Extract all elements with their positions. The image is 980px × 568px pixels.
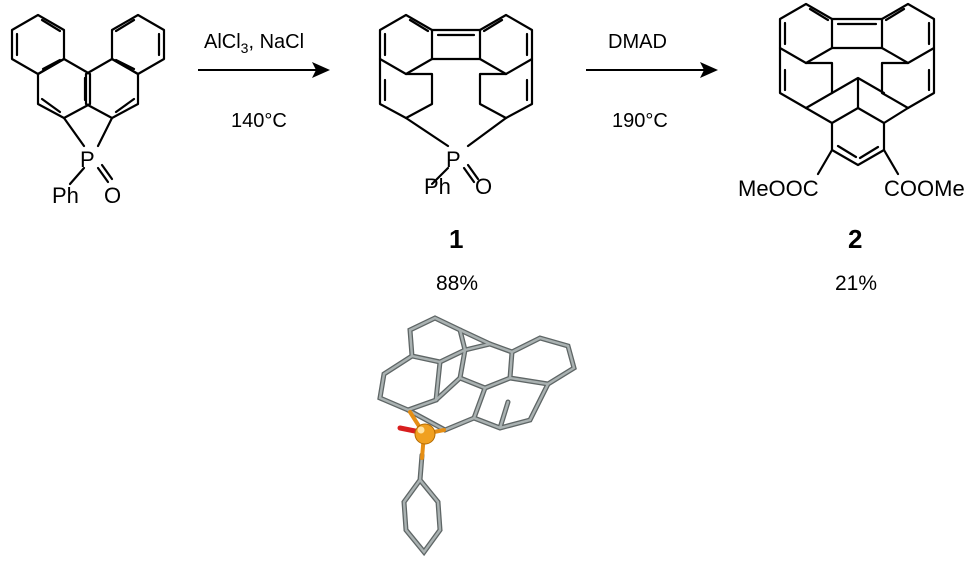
ring-bond (378, 13, 434, 76)
ring-bond (36, 57, 92, 120)
p-o-double-bond (96, 163, 114, 184)
phenyl-label: Ph (424, 174, 451, 199)
step1-temperature: 140°C (231, 110, 287, 132)
starting-material-structure: P Ph O (10, 13, 166, 208)
step1-reagents: AlCl3, NaCl (204, 31, 304, 56)
ring-bond (110, 13, 166, 76)
crystal-phosphorus-atom (414, 423, 436, 445)
p-ph-bond (68, 166, 86, 186)
ester-bond (816, 148, 900, 176)
ester-right-label: COOMe (884, 176, 965, 201)
reaction-arrow-2 (586, 62, 718, 78)
ring-bond (10, 13, 66, 76)
ring-bond (404, 116, 508, 148)
ring-bond (880, 2, 936, 65)
ring-bond (96, 116, 114, 148)
ring-bond (880, 46, 936, 110)
crystal-phosphorus-highlight (417, 426, 425, 434)
double-bond (114, 18, 161, 114)
compound-2-number: 2 (848, 224, 862, 254)
double-bond (15, 18, 62, 71)
compound-2-yield: 21% (835, 272, 877, 295)
double-bond (40, 76, 87, 114)
crystal-carbon-framework (377, 315, 577, 433)
oxygen-label: O (104, 183, 121, 208)
ring-bond (478, 57, 534, 120)
ring-bond (804, 106, 910, 167)
crystal-structure-model (377, 315, 577, 557)
step2-temperature: 190°C (612, 110, 668, 132)
oxygen-label: O (475, 174, 492, 199)
product-1-structure: P Ph O (378, 13, 534, 199)
phenyl-label: Ph (52, 183, 79, 208)
phosphorus-label: P (446, 147, 461, 172)
ring-bond (378, 57, 434, 120)
ring-bond (778, 46, 834, 110)
compound-1-number: 1 (449, 224, 463, 254)
ring-bond (830, 17, 884, 50)
double-bond (383, 18, 529, 102)
ring-bond (778, 2, 834, 65)
p-ph-bond (430, 166, 450, 186)
step2-reagent: DMAD (608, 31, 667, 53)
crystal-phenyl-ring (401, 452, 443, 557)
phosphorus-label: P (80, 147, 95, 172)
compound-1-yield: 88% (436, 272, 478, 295)
ring-bond (62, 116, 86, 148)
ring-bond (430, 28, 482, 61)
ring-bond (478, 13, 534, 76)
ring-bond (830, 76, 886, 110)
product-2-structure: MeOOC COOMe (738, 2, 965, 201)
double-bond (783, 7, 931, 160)
reaction-arrow-1 (198, 62, 330, 78)
ester-left-label: MeOOC (738, 176, 819, 201)
p-o-double-bond (462, 163, 480, 184)
